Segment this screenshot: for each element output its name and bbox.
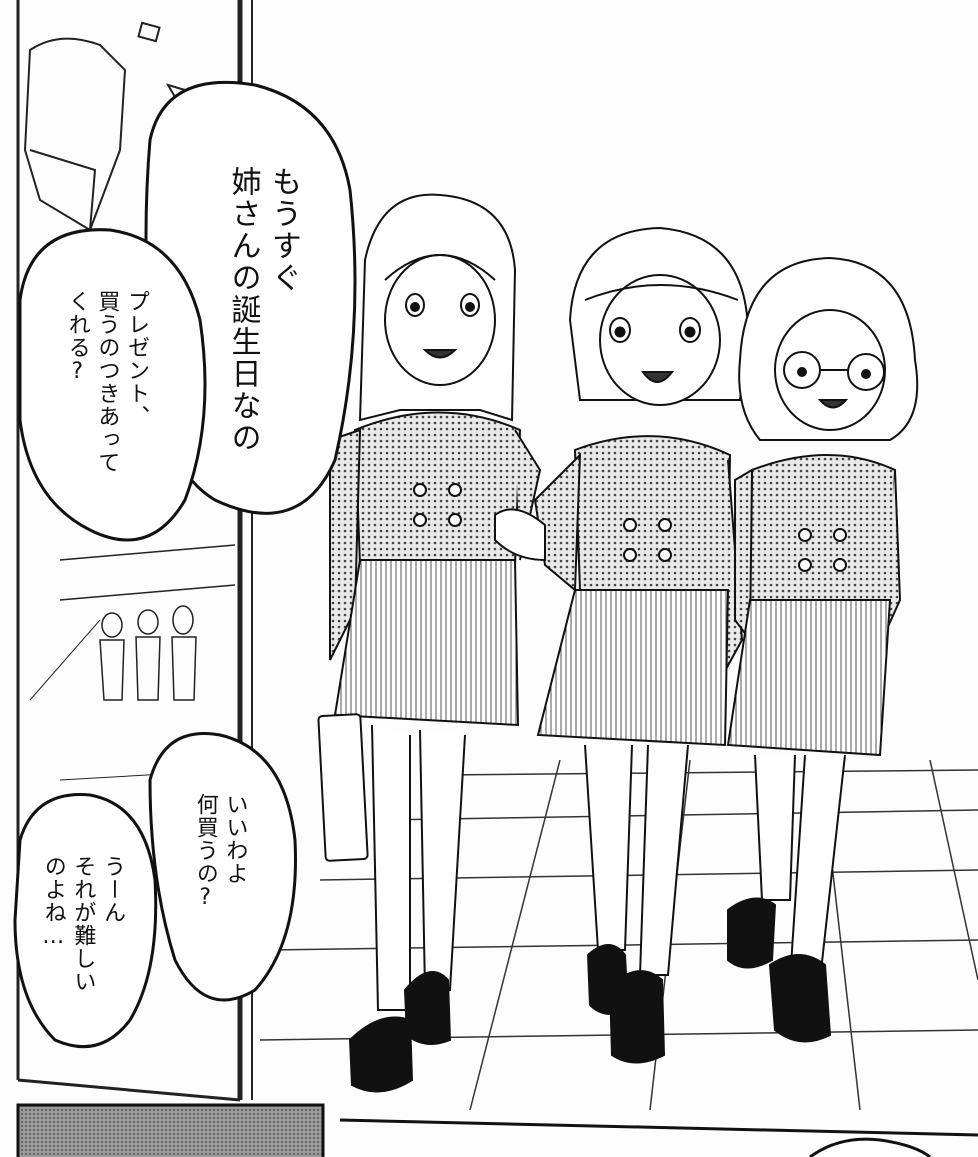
girl-with-glasses xyxy=(726,256,919,1043)
next-panel-edge xyxy=(16,1103,978,1157)
speech-bubble-3-text: いいわよ 何買うの? xyxy=(192,793,248,911)
girl-long-hair xyxy=(317,193,542,1093)
speech-bubble-1-text: もうすぐ 姉さんの誕生日なの xyxy=(225,166,302,454)
speech-bubble-4-text: うーん それが難しい のよね… xyxy=(40,855,126,993)
speech-bubble-shapes xyxy=(13,80,357,1049)
speech-bubble-2-text: プレゼント、 買うのつきあって くれる? xyxy=(64,290,150,474)
girl-bob-hair xyxy=(494,226,750,1064)
